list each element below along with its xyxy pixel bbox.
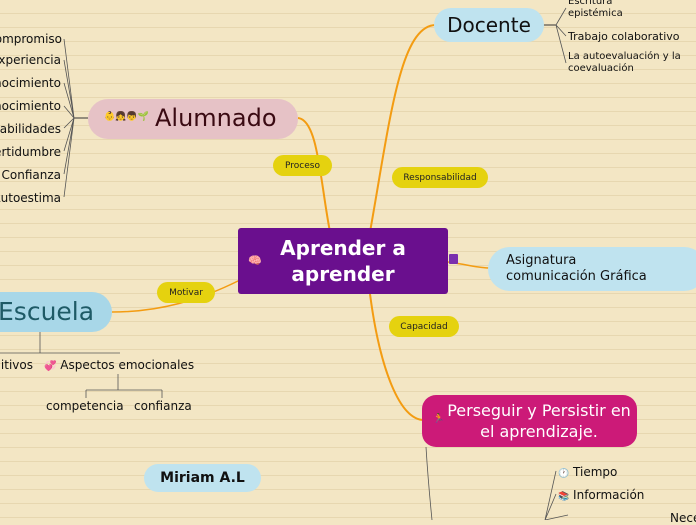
alumnado-item[interactable]: Conocimiento bbox=[0, 99, 61, 113]
perseguir-item[interactable]: 🕐 Tiempo bbox=[558, 465, 618, 479]
author-node[interactable]: Miriam A.L bbox=[144, 464, 261, 492]
connector-motivar[interactable]: Motivar bbox=[157, 282, 215, 303]
books-icon: 📚 bbox=[558, 492, 570, 502]
escuela-sub-item[interactable]: competencia bbox=[46, 399, 124, 413]
docente-item[interactable]: Escritura epistémica bbox=[568, 0, 623, 19]
central-node[interactable]: 🧠 Aprender a aprender bbox=[238, 228, 458, 294]
alumnado-item[interactable]: Autoestima bbox=[0, 191, 61, 205]
connector-responsabilidad[interactable]: Responsabilidad bbox=[392, 167, 488, 188]
central-title: Aprender a aprender bbox=[280, 236, 406, 286]
perseguir-item[interactable]: Nece bbox=[670, 511, 696, 525]
alumnado-node[interactable]: 👶👧👦🌱 Alumnado bbox=[88, 99, 298, 139]
docente-node[interactable]: Docente bbox=[434, 8, 544, 42]
asignatura-label: Asignatura comunicación Gráfica bbox=[506, 253, 647, 284]
hearts-icon: 💞 bbox=[44, 361, 57, 372]
escuela-label: Escuela bbox=[0, 297, 95, 326]
link-central-docente bbox=[369, 24, 437, 233]
perseguir-item[interactable]: 📚 Información bbox=[558, 488, 645, 502]
perseguir-node[interactable]: 🏃 Perseguir y Persistir en el aprendizaj… bbox=[422, 395, 637, 447]
runner-icon: 🏃 bbox=[433, 414, 445, 424]
link-central-perseguir bbox=[369, 293, 425, 421]
alumnado-item[interactable]: Incertidumbre bbox=[0, 145, 61, 159]
people-icons: 👶👧👦🌱 bbox=[104, 112, 149, 122]
connector-capacidad[interactable]: Capacidad bbox=[389, 316, 459, 337]
alumnado-item[interactable]: Confianza bbox=[1, 168, 62, 182]
docente-item[interactable]: Trabajo colaborativo bbox=[568, 30, 680, 43]
notes-icon bbox=[449, 254, 458, 264]
link-central-escuela bbox=[111, 279, 241, 313]
asignatura-node[interactable]: Asignatura comunicación Gráfica bbox=[488, 247, 696, 291]
alumnado-item[interactable]: Compromiso bbox=[0, 32, 62, 46]
author-label: Miriam A.L bbox=[160, 470, 245, 486]
escuela-node[interactable]: Escuela bbox=[0, 292, 112, 332]
escuela-item[interactable]: 💞 Aspectos emocionales bbox=[44, 358, 195, 372]
escuela-sub-item[interactable]: confianza bbox=[134, 399, 192, 413]
alumnado-label: Alumnado bbox=[155, 104, 277, 132]
alumnado-item[interactable]: Conocimiento bbox=[0, 76, 61, 90]
alumnado-item[interactable]: Habilidades bbox=[0, 122, 61, 136]
docente-label: Docente bbox=[447, 13, 531, 37]
perseguir-label: Perseguir y Persistir en el aprendizaje. bbox=[447, 401, 631, 441]
alumnado-item[interactable]: Experiencia bbox=[0, 53, 61, 67]
brain-icon: 🧠 bbox=[248, 254, 262, 267]
escuela-item[interactable]: Cognitivos bbox=[0, 358, 33, 372]
clock-icon: 🕐 bbox=[558, 469, 570, 479]
connector-proceso[interactable]: Proceso bbox=[273, 155, 332, 176]
docente-item[interactable]: La autoevaluación y la coevaluación bbox=[568, 51, 681, 74]
